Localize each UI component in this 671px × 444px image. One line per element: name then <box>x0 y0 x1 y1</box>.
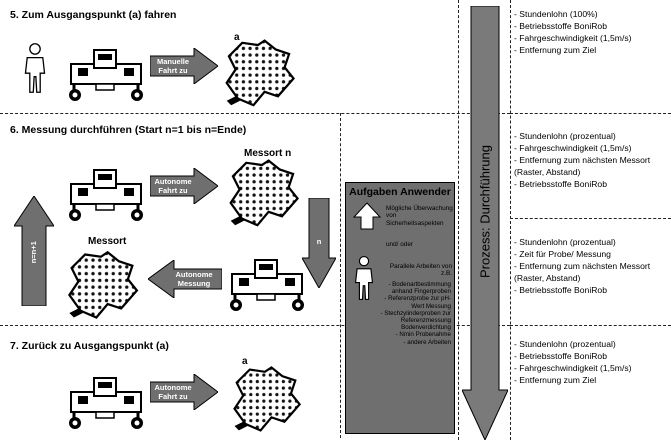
cost-item: Stundenlohn (prozentual) <box>514 338 632 350</box>
person-icon <box>22 42 48 94</box>
separator-vertical-mid <box>458 0 459 440</box>
separator-vertical-right <box>510 0 511 440</box>
task-item: andere Arbeiten <box>375 339 451 346</box>
safety-text: Mögliche Überwachung von Sicherheitsaspe… <box>386 205 453 227</box>
task-list: Bodenartbestimmung anhand Fingerproben R… <box>375 281 451 346</box>
cost-item: Fahrgeschwindigkeit (1,5m/s) <box>514 142 664 154</box>
task-item: Bodenartbestimmung anhand Fingerproben <box>375 281 451 295</box>
and-or-text: und/ oder <box>386 241 414 248</box>
step-5-arrow-label: Manuelle Fahrt zu <box>156 57 190 75</box>
process-arrow-icon <box>462 6 508 440</box>
loop-arrow-up-icon <box>14 196 54 306</box>
task-item: Stechzylinderproben zur Referenzmessung … <box>375 310 451 332</box>
user-tasks-box: Aufgaben Anwender Mögliche Überwachung v… <box>345 182 455 434</box>
cost-item: Betriebsstoffe BoniRob <box>514 178 664 190</box>
field-icon <box>224 158 302 230</box>
down-arrow-label: n <box>316 237 322 246</box>
arrow-right-icon <box>150 374 218 410</box>
step-7-title: 7. Zurück zu Ausgangspunkt (a) <box>10 340 169 352</box>
parallel-intro: Parallele Arbeiten von z.B. <box>389 263 452 278</box>
cost-list-step-6b: Stundenlohn (prozentual) Zeit für Probe/… <box>514 236 664 296</box>
robot-icon <box>226 252 308 312</box>
field-icon <box>62 250 142 322</box>
field-icon <box>228 364 304 436</box>
cost-list-step-5: Stundenlohn (100%) Betriebsstoffe BoniRo… <box>514 8 632 56</box>
robot-icon <box>65 42 147 102</box>
process-label: Prozess: Durchführung <box>477 145 493 278</box>
step-5-title: 5. Zum Ausgangspunkt (a) fahren <box>10 9 177 21</box>
cost-item: Entfernung zum nächsten Messort (Raster,… <box>514 260 664 284</box>
cost-list-step-6a: Stundenlohn (prozentual) Fahrgeschwindig… <box>514 130 664 190</box>
separator-right-3 <box>510 325 671 326</box>
step-7-arrow-label: Autonome Fahrt zu <box>154 383 192 401</box>
cost-item: Fahrgeschwindigkeit (1,5m/s) <box>514 32 631 44</box>
user-tasks-title: Aufgaben Anwender <box>349 186 451 198</box>
cost-item: Entfernung zum nächsten Messort (Raster,… <box>514 154 664 178</box>
cost-item: Entfernung zum Ziel <box>514 374 632 386</box>
messort-label: Messort <box>88 236 127 247</box>
cost-item: Fahrgeschwindigkeit (1,5m/s) <box>514 362 631 374</box>
step-6-arrow-label: Autonome Fahrt zu <box>154 177 192 195</box>
safety-icon <box>352 202 382 230</box>
cost-item: Betriebsstoffe BoniRob <box>514 284 664 296</box>
cost-item: Entfernung zum Ziel <box>514 44 632 56</box>
separator-right-1 <box>510 113 671 114</box>
separator-row-2 <box>0 325 510 326</box>
separator-row-1 <box>0 113 510 114</box>
loop-label: n=n+1 <box>28 241 38 264</box>
arrow-right-icon <box>150 48 218 84</box>
messort-n-label: Messort n <box>244 148 292 159</box>
robot-icon <box>65 370 147 430</box>
cost-list-step-7: Stundenlohn (prozentual) Betriebsstoffe … <box>514 338 632 386</box>
person-icon <box>352 255 376 301</box>
separator-vertical-left <box>340 113 341 438</box>
cost-item: Stundenlohn (prozentual) <box>514 236 664 248</box>
task-item: Nmin Probenahme <box>375 331 451 338</box>
arrow-right-icon <box>150 168 218 204</box>
cost-item: Betriebsstoffe BoniRob <box>514 20 632 32</box>
start-marker-a: a <box>234 32 240 43</box>
cost-item: Stundenlohn (prozentual) <box>514 130 664 142</box>
separator-right-2 <box>510 218 671 219</box>
cost-item: Zeit für Probe/ Messung <box>514 248 664 260</box>
start-marker-a: a <box>242 356 248 367</box>
cost-item: Betriebsstoffe BoniRob <box>514 350 632 362</box>
arrow-left-icon <box>148 260 222 298</box>
task-item: Referenzprobe zur pH-Wert Messung <box>375 295 451 309</box>
cost-item: Stundenlohn (100%) <box>514 8 632 20</box>
step-6-arrow-label-2: Autonome Messung <box>175 270 213 288</box>
arrow-down-icon <box>302 198 336 288</box>
robot-icon <box>65 162 147 222</box>
field-icon <box>220 38 298 110</box>
step-6-title: 6. Messung durchführen (Start n=1 bis n=… <box>10 124 247 136</box>
